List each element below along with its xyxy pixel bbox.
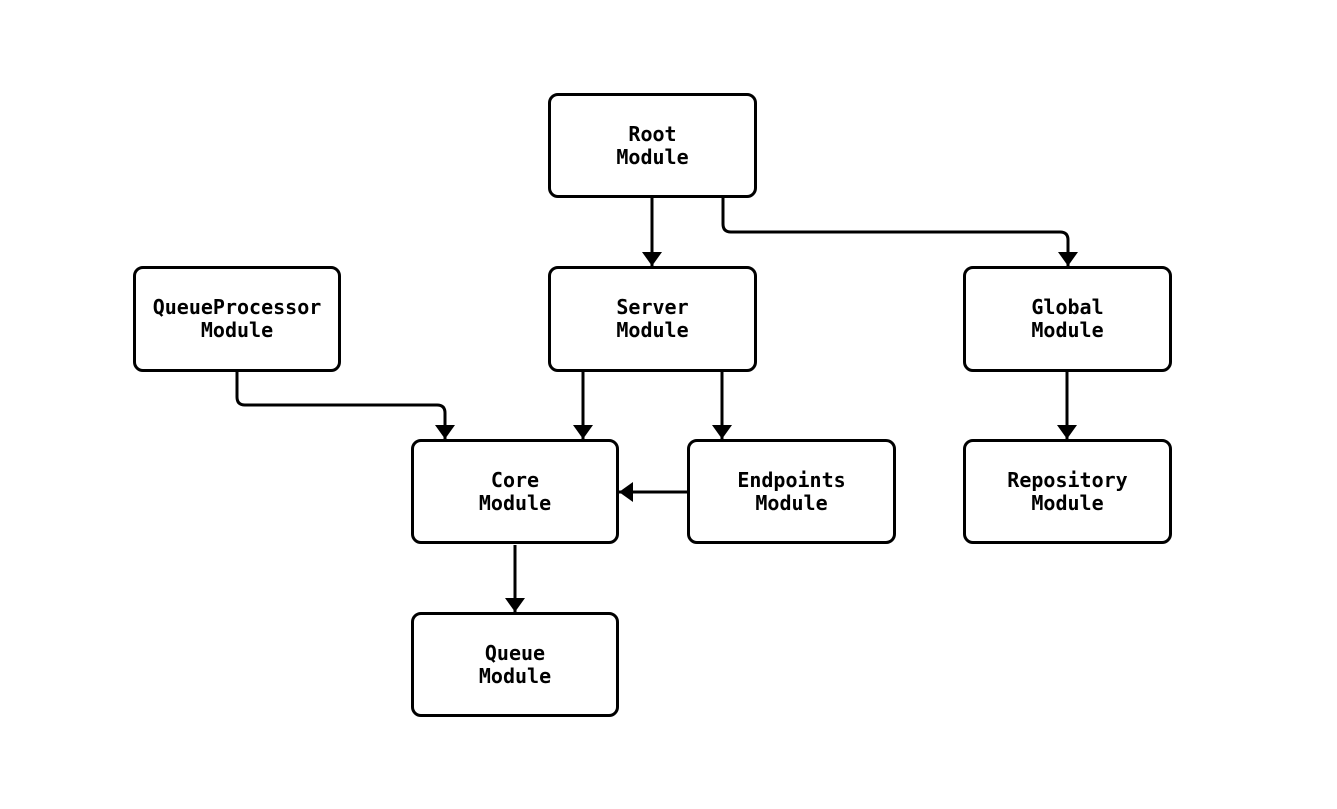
node-endpoints-module: Endpoints Module <box>687 439 896 544</box>
node-label-core-module: Core Module <box>478 467 552 515</box>
node-core-module: Core Module <box>411 439 619 544</box>
node-server-module: Server Module <box>548 266 757 372</box>
node-label-endpoints-module: Endpoints Module <box>737 467 846 515</box>
edge-root-module-to-global-module <box>721 198 1078 266</box>
node-label-root-module: Root Module <box>616 121 689 169</box>
node-root-module: Root Module <box>548 93 757 198</box>
node-label-global-module: Global Module <box>1031 295 1104 342</box>
node-queueprocessor-module: QueueProcessor Module <box>133 266 341 372</box>
node-label-queueprocessor-module: QueueProcessor Module <box>152 295 322 342</box>
node-global-module: Global Module <box>963 266 1172 372</box>
node-repository-module: Repository Module <box>963 439 1172 544</box>
node-label-queue-module: Queue Module <box>478 640 552 688</box>
node-label-server-module: Server Module <box>616 295 689 342</box>
node-queue-module: Queue Module <box>411 612 619 717</box>
edge-queueprocessor-module-to-core-module <box>235 372 455 439</box>
node-label-repository-module: Repository Module <box>1007 467 1128 515</box>
